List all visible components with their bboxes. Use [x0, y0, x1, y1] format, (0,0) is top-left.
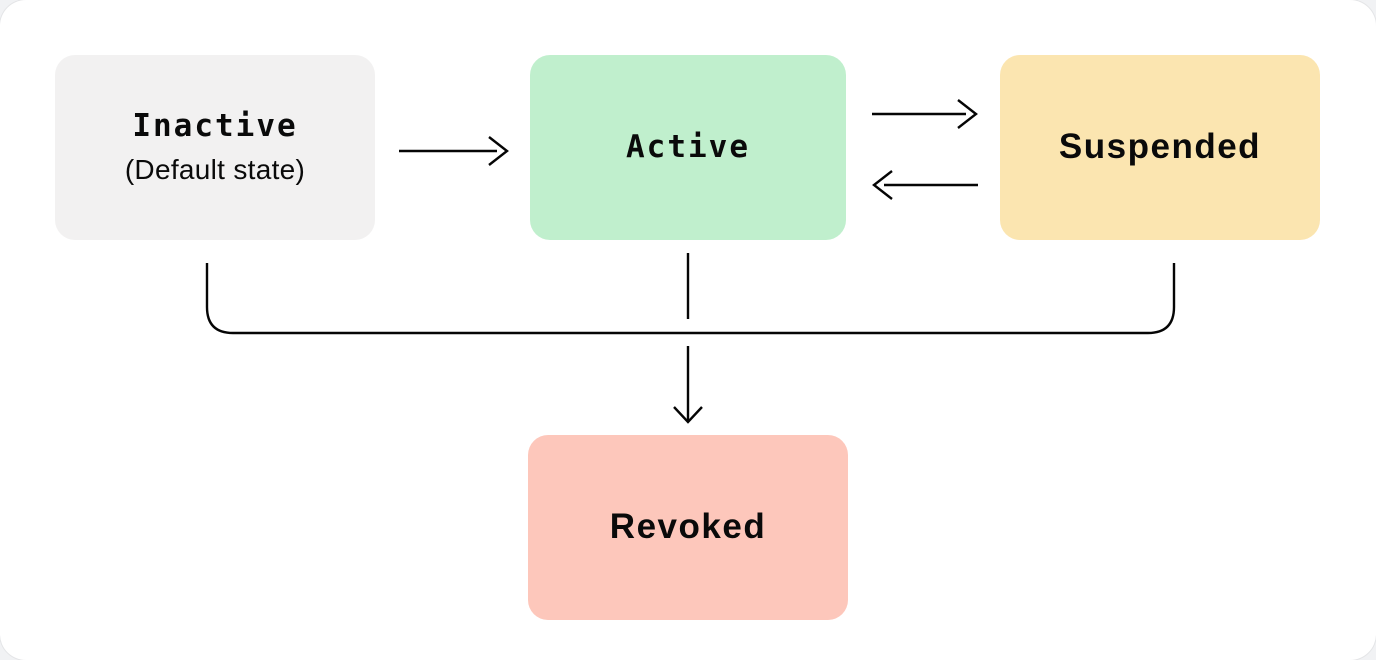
node-inactive: Inactive (Default state) — [55, 55, 375, 240]
node-active-label: Active — [626, 129, 750, 166]
node-revoked-label: Revoked — [609, 507, 767, 547]
node-suspended-label: Suspended — [1058, 127, 1262, 167]
node-inactive-label: Inactive — [132, 107, 298, 144]
arrow-to-revoked-head — [673, 406, 703, 424]
node-inactive-sublabel: (Default state) — [124, 154, 306, 186]
node-active: Active — [530, 55, 846, 240]
node-suspended: Suspended — [1000, 55, 1320, 240]
merge-collector-line — [205, 263, 1176, 335]
arrow-suspended-to-active-head — [872, 170, 893, 200]
arrow-active-to-suspended-head — [957, 99, 978, 129]
arrow-inactive-to-active-head — [488, 136, 509, 166]
node-revoked: Revoked — [528, 435, 848, 620]
